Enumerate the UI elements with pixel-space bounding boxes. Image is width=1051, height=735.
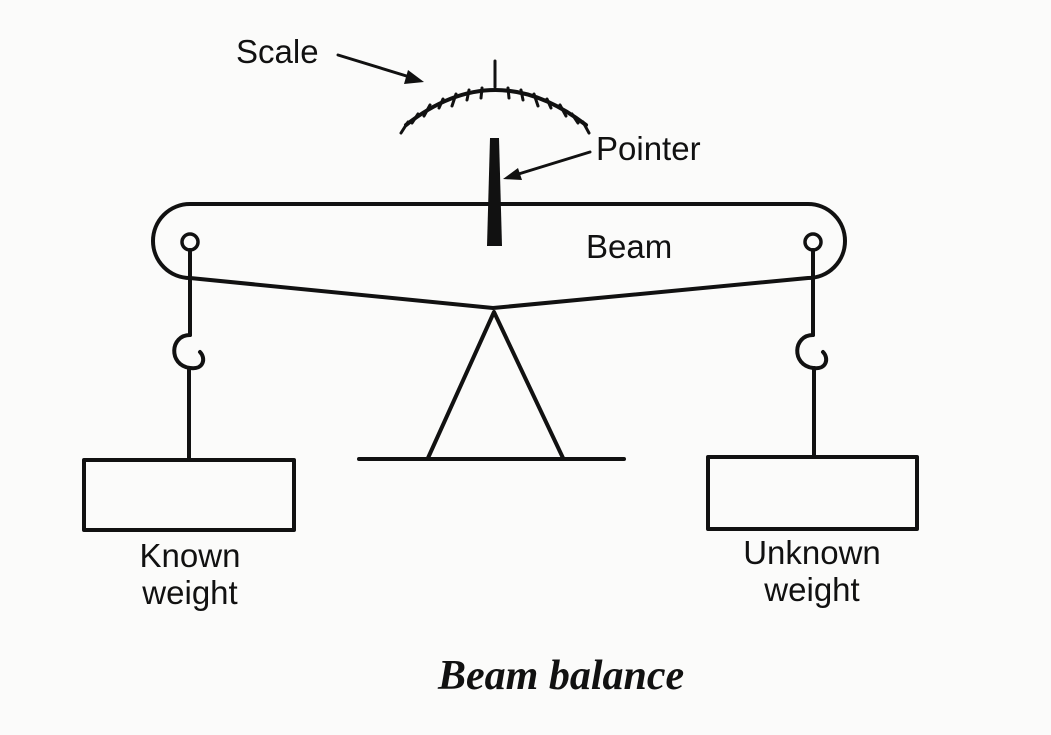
pointer-needle xyxy=(487,138,502,246)
known-weight-label: Known weight xyxy=(110,537,270,612)
figure-caption: Beam balance xyxy=(438,653,685,699)
left-pivot xyxy=(180,232,200,252)
scale-ticks xyxy=(399,59,591,135)
right-hook xyxy=(795,333,829,371)
beam-label: Beam xyxy=(586,228,673,265)
unknown-weight-label-line1: Unknown xyxy=(743,534,881,571)
scale-arrow xyxy=(336,53,415,80)
scale-arrowhead xyxy=(404,70,424,84)
scale-arc xyxy=(404,88,588,127)
unknown-weight-label-line2: weight xyxy=(764,570,860,608)
unknown-weight-label: Unknown weight xyxy=(722,534,902,609)
known-weight-label-line1: Known xyxy=(139,537,241,574)
pointer-arrowhead xyxy=(503,168,522,180)
pointer-label: Pointer xyxy=(596,130,701,167)
fulcrum xyxy=(426,310,565,460)
pointer-arrow xyxy=(510,150,592,178)
scale-label: Scale xyxy=(236,33,319,70)
unknown-weight-box xyxy=(706,455,919,531)
known-weight-label-line2: weight xyxy=(142,573,238,611)
left-hook xyxy=(172,333,206,371)
right-pivot xyxy=(803,232,823,252)
known-weight-box xyxy=(82,458,296,532)
beam-outline xyxy=(151,202,847,310)
